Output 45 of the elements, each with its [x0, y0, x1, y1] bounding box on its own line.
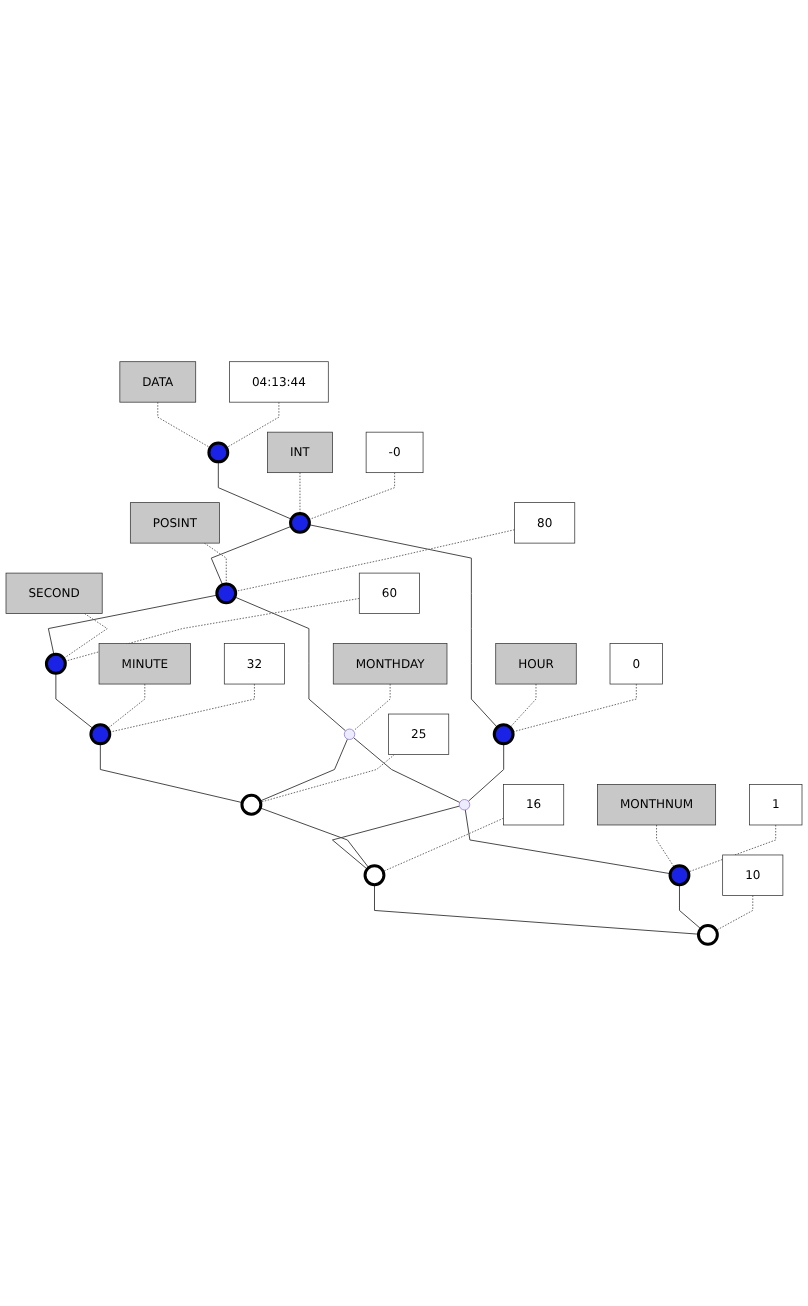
connector: [464, 809, 671, 875]
node-circle: [215, 582, 238, 605]
connector: [353, 737, 461, 803]
connector: [99, 743, 243, 804]
node-circle: [240, 793, 263, 816]
connector: [308, 524, 498, 728]
connector: [382, 817, 504, 872]
connector: [55, 672, 94, 729]
connector: [259, 738, 348, 802]
connector: [203, 542, 227, 585]
connector: [512, 683, 637, 733]
connector: [260, 754, 395, 803]
node-circle: [343, 728, 356, 740]
connector: [107, 683, 146, 729]
connector: [308, 472, 396, 521]
connector: [217, 461, 292, 520]
connector: [374, 884, 699, 935]
connector: [234, 596, 347, 732]
connector: [467, 743, 505, 802]
node-circle: [289, 511, 311, 534]
node-circle: [697, 923, 719, 946]
connector: [259, 807, 370, 869]
connector: [687, 824, 777, 873]
connector: [509, 683, 537, 728]
connector: [679, 884, 702, 930]
connector: [226, 401, 280, 449]
connector: [331, 805, 460, 870]
connector: [353, 683, 391, 732]
connector: [299, 472, 301, 514]
connector: [63, 613, 108, 659]
node-circle: [492, 723, 515, 746]
connector: [47, 594, 218, 656]
connector: [715, 894, 754, 931]
connector: [235, 529, 515, 592]
node-circle: [89, 723, 112, 746]
connector: [64, 597, 360, 662]
connector: [210, 525, 292, 586]
node-circle: [207, 441, 230, 464]
node-circle: [458, 799, 471, 811]
node-circle: [44, 652, 67, 675]
node-circle: [668, 864, 691, 887]
connector: [157, 401, 211, 449]
node-circle: [363, 864, 386, 887]
connector: [109, 683, 255, 733]
connector: [656, 824, 675, 868]
